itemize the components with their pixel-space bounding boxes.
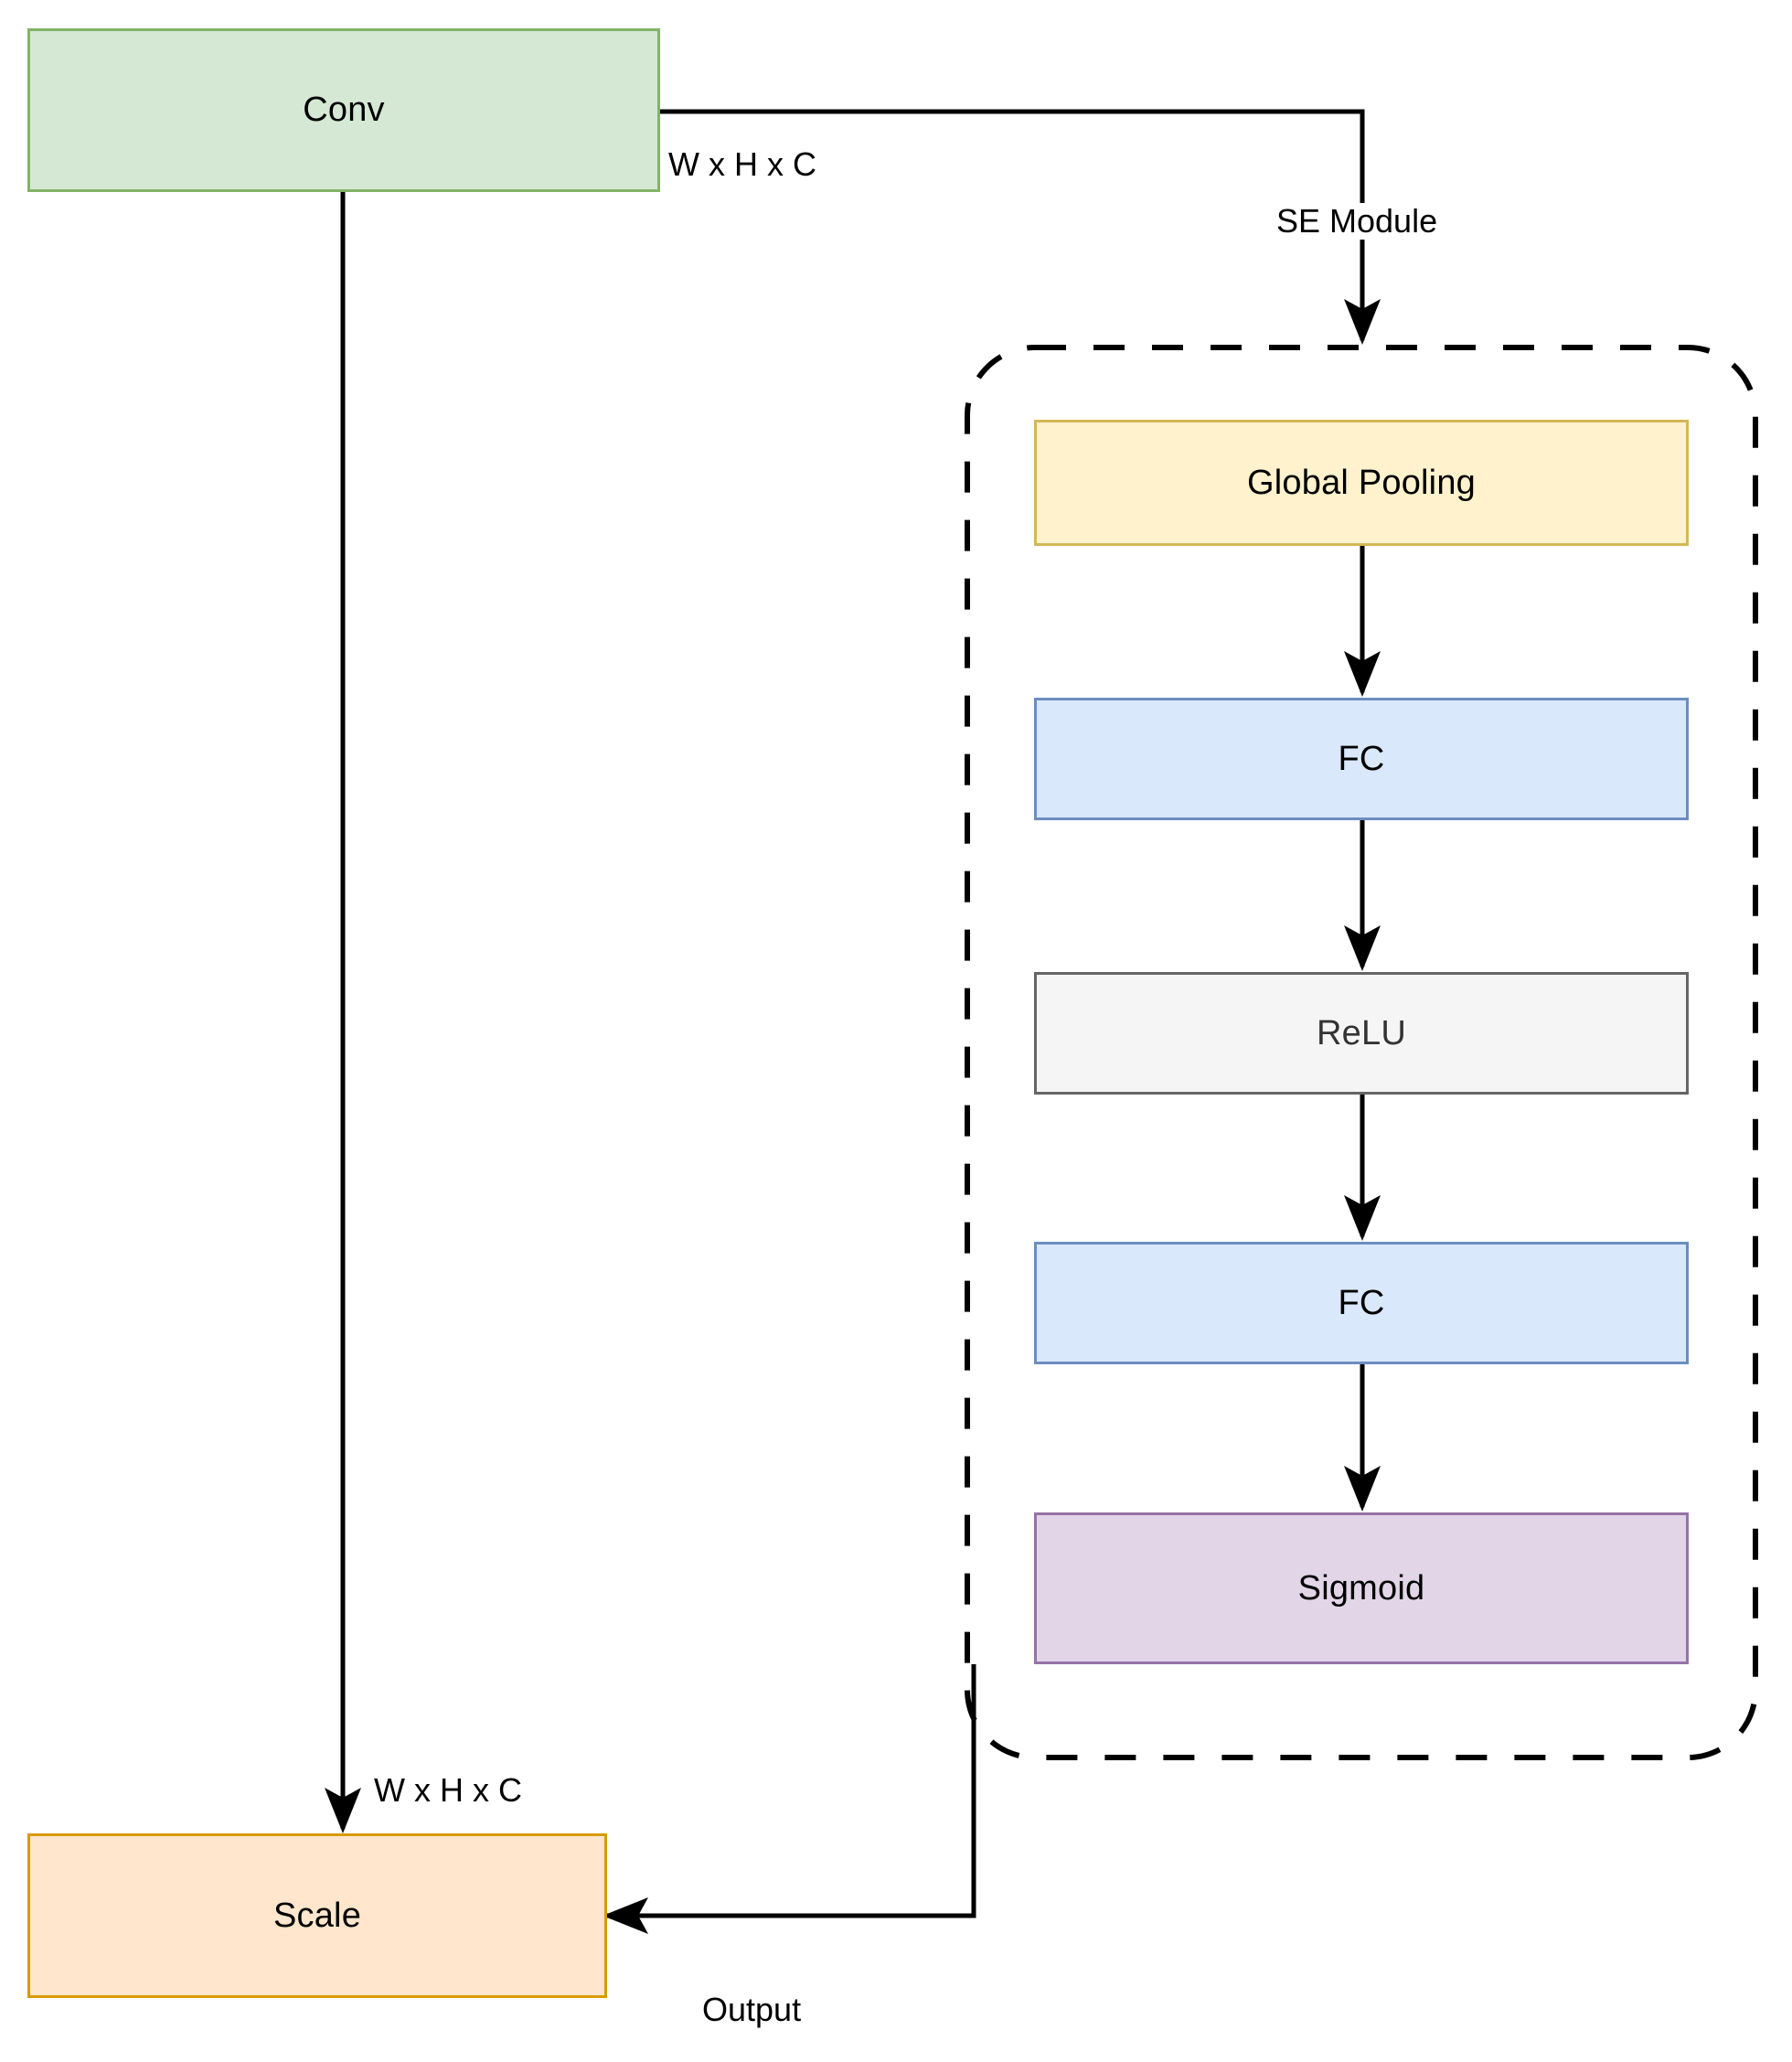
edge-conv-to-se-module xyxy=(660,109,1381,345)
node-sigmoid[interactable]: Sigmoid xyxy=(1034,1512,1689,1664)
node-scale-label: Scale xyxy=(272,1896,362,1935)
node-fc-1[interactable]: FC xyxy=(1034,698,1689,820)
node-fc-2-label: FC xyxy=(1338,1283,1385,1322)
node-relu-label: ReLU xyxy=(1317,1013,1406,1052)
edge-label-conv-to-scale: W x H x C xyxy=(374,1771,522,1809)
edge-label-output: Output xyxy=(702,1991,802,2028)
node-fc-1-label: FC xyxy=(1338,739,1385,778)
edge-se-module-to-scale xyxy=(603,1664,976,1934)
node-global-pooling[interactable]: Global Pooling xyxy=(1034,420,1689,546)
node-fc-2[interactable]: FC xyxy=(1034,1242,1689,1364)
node-conv-label: Conv xyxy=(303,91,385,129)
node-relu[interactable]: ReLU xyxy=(1034,972,1689,1095)
edge-label-se-module: SE Module xyxy=(1276,202,1438,240)
se-module-group-boundary xyxy=(965,345,1758,1760)
node-conv[interactable]: Conv xyxy=(27,28,660,192)
node-global-pooling-label: Global Pooling xyxy=(1247,463,1476,502)
edge-label-conv-to-se: W x H x C xyxy=(668,145,816,183)
node-scale[interactable]: Scale xyxy=(27,1833,607,1998)
node-sigmoid-label: Sigmoid xyxy=(1297,1568,1425,1608)
